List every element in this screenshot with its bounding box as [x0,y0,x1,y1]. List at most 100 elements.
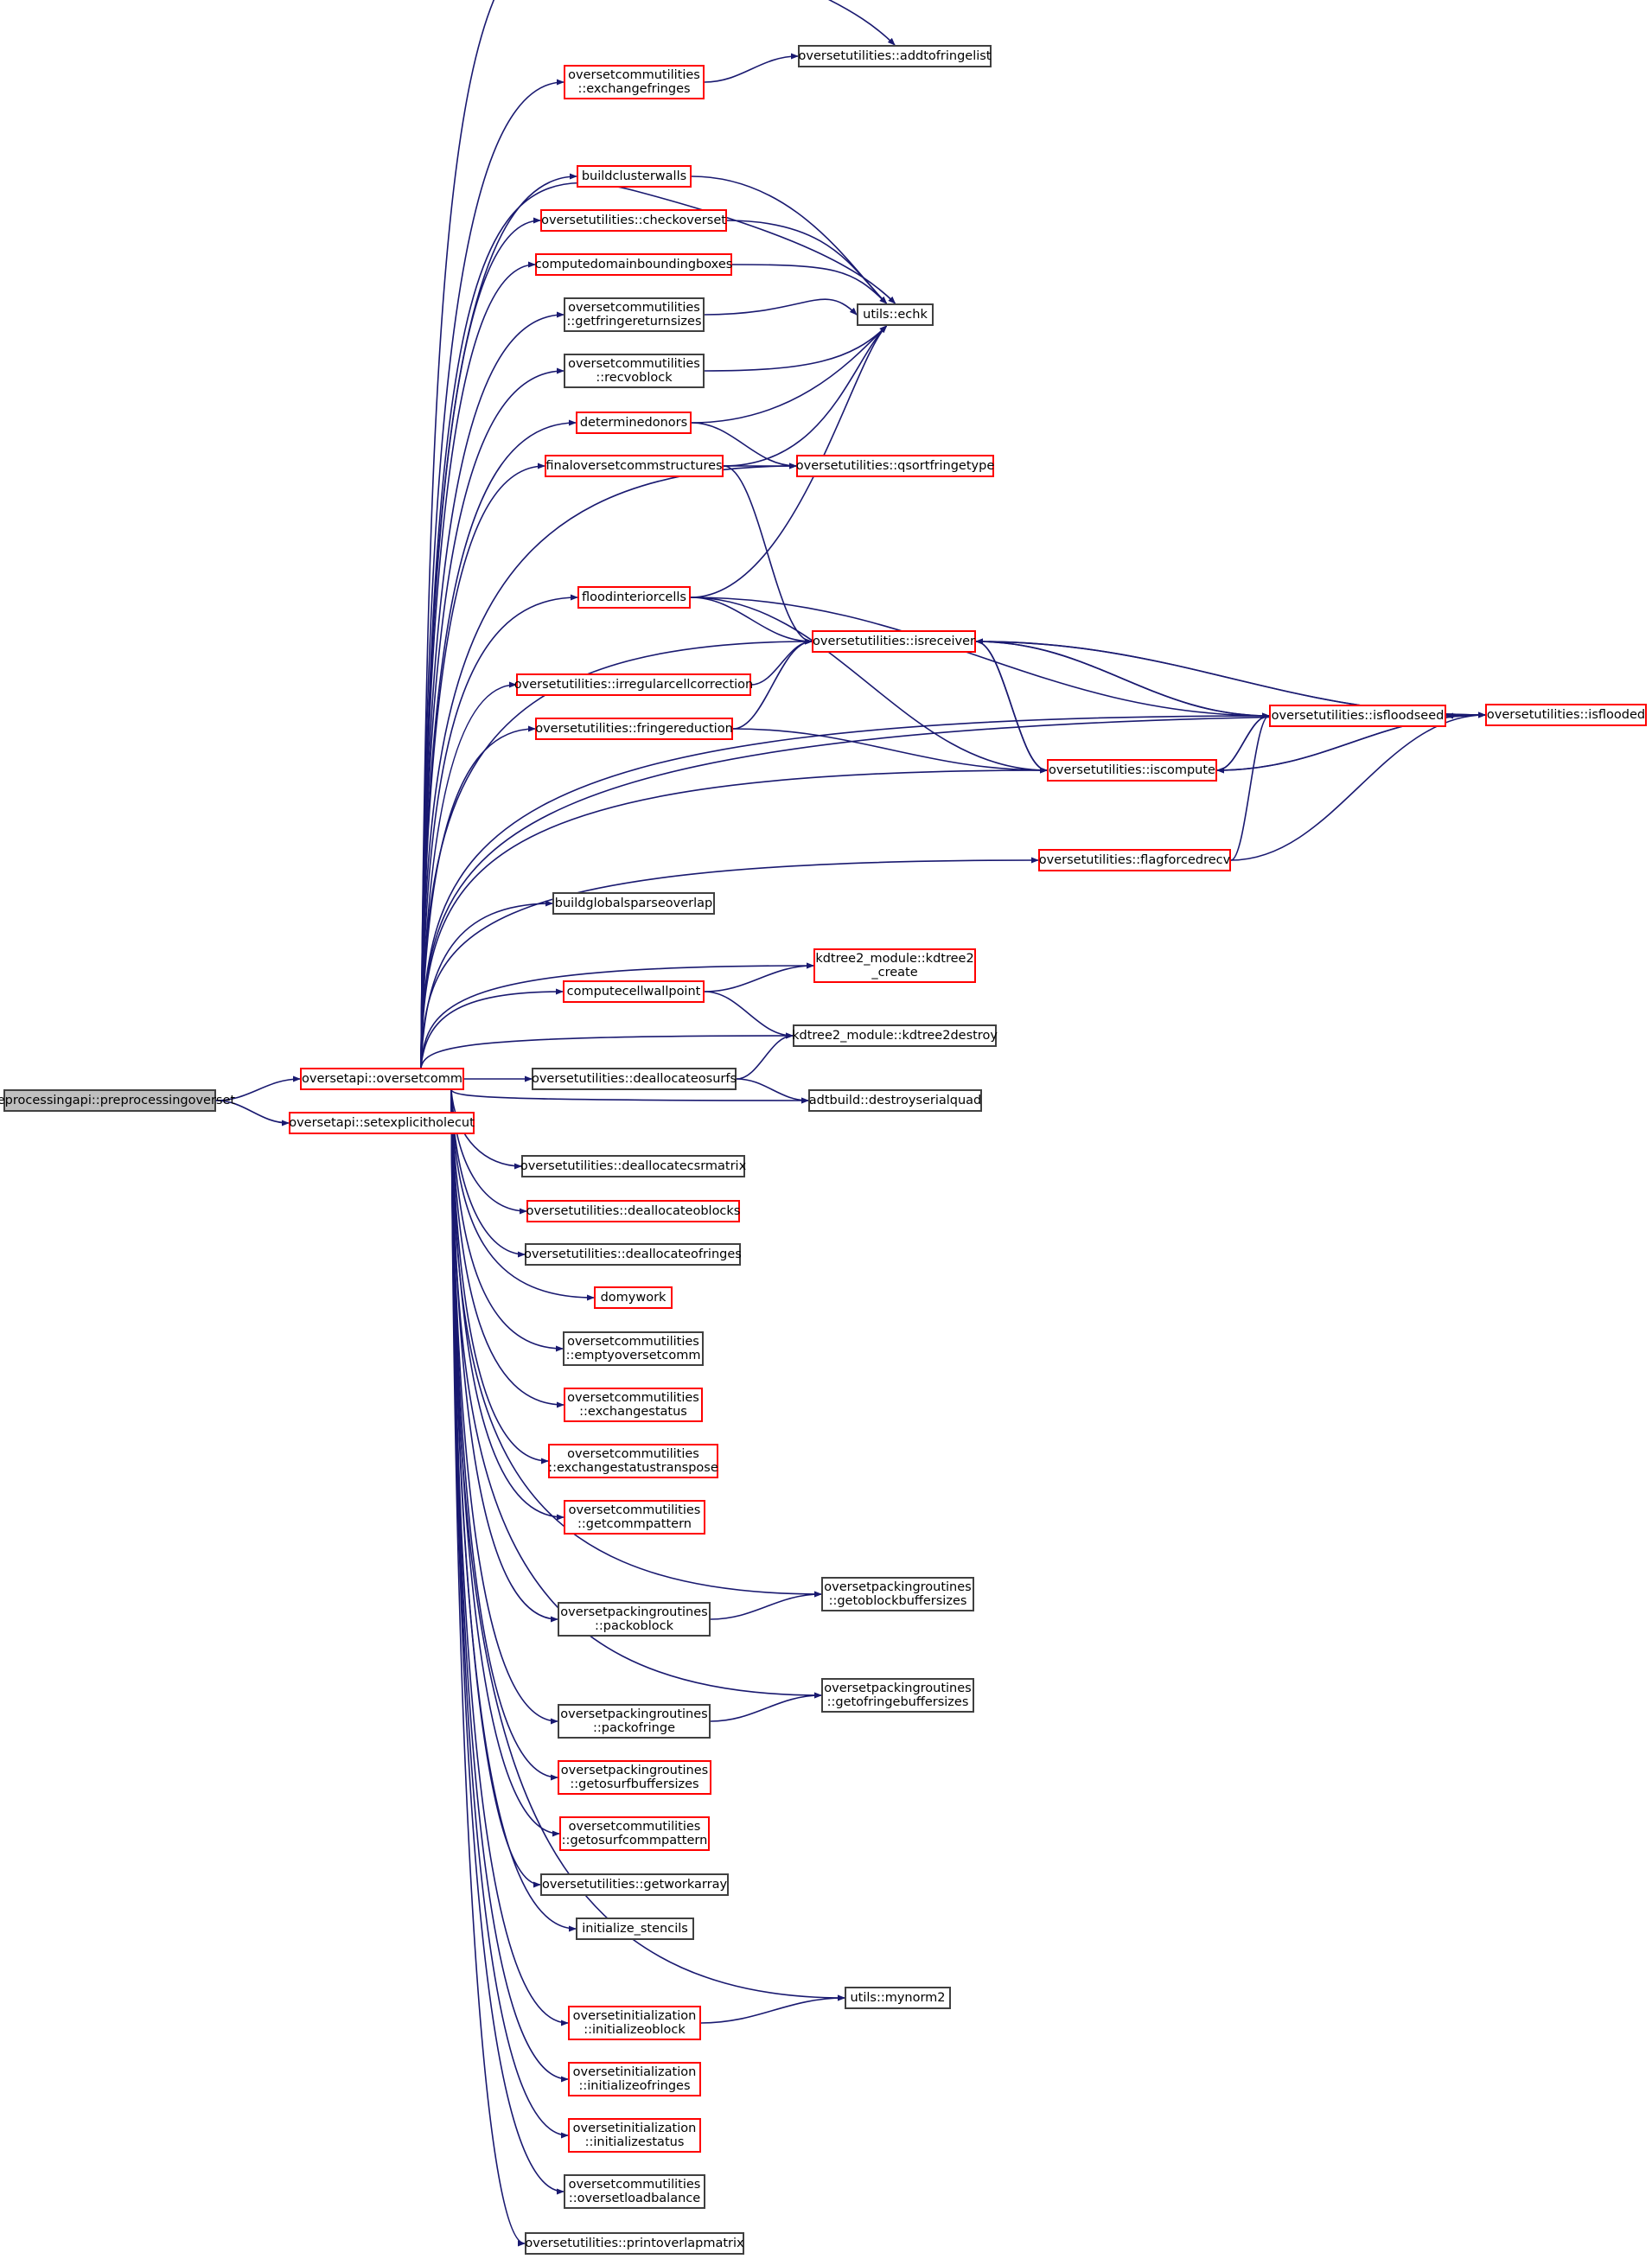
node-irregularcellcorrection[interactable]: oversetutilities::irregularcellcorrectio… [513,673,754,696]
node-isflooded[interactable]: oversetutilities::isflooded [1485,704,1647,726]
edge-oversetcomm-to-addtofringelist [420,0,896,1069]
node-label: ::recvoblock [596,371,673,385]
node-qsortfringetype[interactable]: oversetutilities::qsortfringetype [796,455,994,477]
edge-oversetcomm-to-buildglobalsparseoverlap [420,900,553,1069]
node-label: _create [871,966,918,980]
node-isreceiver[interactable]: oversetutilities::isreceiver [812,630,976,653]
node-label: computedomainboundingboxes [534,258,733,271]
node-isfloodseed[interactable]: oversetutilities::isfloodseed [1269,705,1446,727]
node-initialize-stencils[interactable]: initialize_stencils [576,1918,694,1940]
node-deallocateoblocks[interactable]: oversetutilities::deallocateoblocks [526,1200,740,1222]
node-kdtree2destroy[interactable]: kdtree2_module::kdtree2destroy [792,1024,998,1047]
node-printoverlapmatrix[interactable]: oversetutilities::printoverlapmatrix [525,2232,744,2255]
node-label: floodinteriorcells [582,590,686,604]
node-label: oversetinitialization [572,2065,697,2079]
node-getworkarray[interactable]: oversetutilities::getworkarray [540,1873,729,1896]
node-label: ::exchangefringes [577,82,691,96]
node-label: computecellwallpoint [566,985,701,999]
node-label: buildclusterwalls [581,169,687,183]
edge-floodinteriorcells-to-isreceiver [690,597,813,645]
node-mynorm2[interactable]: utils::mynorm2 [845,1987,951,2009]
edge-packoblock-to-getoblockbuffersizes [710,1591,822,1620]
node-label: oversetutilities::fringereduction [535,722,733,736]
node-determinedonors[interactable]: determinedonors [576,412,692,434]
node-label: oversetcommutilities [567,1447,699,1461]
edge-deallocateosurfs-to-kdtree2destroy [736,1032,794,1080]
node-label: preprocessingapi::preprocessingoverset [0,1094,236,1107]
node-finaloversetcommstructures[interactable]: finaloversetcommstructures [545,455,724,477]
node-getfringereturnsizes[interactable]: oversetcommutilities::getfringereturnsiz… [564,297,705,332]
edge-checkoverset-to-echk [726,220,888,304]
node-label: buildglobalsparseoverlap [554,897,713,910]
node-buildglobalsparseoverlap[interactable]: buildglobalsparseoverlap [552,892,715,915]
node-deallocateofringes[interactable]: oversetutilities::deallocateofringes [524,1243,742,1266]
node-floodinteriorcells[interactable]: floodinteriorcells [577,586,691,609]
node-kdtree2-create[interactable]: kdtree2_module::kdtree2_create [813,948,976,983]
node-label: oversetapi::oversetcomm [302,1072,462,1086]
node-computedomainboundingboxes[interactable]: computedomainboundingboxes [535,253,732,276]
node-deallocatecsrmatrix[interactable]: oversetutilities::deallocatecsrmatrix [520,1155,746,1177]
node-computecellwallpoint[interactable]: computecellwallpoint [563,980,705,1003]
node-label: domywork [600,1291,667,1305]
edge-root-to-setexplicitholecut [215,1100,290,1126]
node-label: oversetutilities::checkoverset [541,214,726,227]
node-iscompute[interactable]: oversetutilities::iscompute [1047,759,1217,782]
node-flagforcedrecv[interactable]: oversetutilities::flagforcedrecv [1038,849,1231,871]
node-emptyoversetcomm[interactable]: oversetcommutilities::emptyoversetcomm [563,1331,704,1366]
node-label: oversetutilities::isfloodseed [1271,709,1445,723]
edge-oversetcomm-to-mynorm2 [450,1089,845,2001]
node-label: oversetcommutilities [567,1335,699,1349]
node-oversetloadbalance[interactable]: oversetcommutilities::oversetloadbalance [564,2174,705,2209]
edge-irregularcellcorrection-to-isreceiver [750,638,813,686]
node-initializeoblock[interactable]: oversetinitialization::initializeoblock [568,2006,701,2040]
node-packoblock[interactable]: oversetpackingroutines::packoblock [558,1602,711,1637]
node-label: oversetcommutilities [568,68,700,82]
node-exchangestatus[interactable]: oversetcommutilities::exchangestatus [564,1388,703,1422]
node-packofringe[interactable]: oversetpackingroutines::packofringe [558,1704,711,1739]
node-domywork[interactable]: domywork [594,1286,673,1309]
node-root: preprocessingapi::preprocessingoverset [0,1089,235,1112]
node-destroyserialquad[interactable]: adtbuild::destroyserialquad [808,1089,982,1112]
node-getosurfcommpattern[interactable]: oversetcommutilities::getosurfcommpatter… [559,1816,710,1851]
node-getcommpattern[interactable]: oversetcommutilities::getcommpattern [564,1500,705,1535]
node-label: oversetutilities::addtofringelist [798,49,992,63]
node-label: oversetcommutilities [568,357,700,371]
node-label: oversetpackingroutines [560,1764,709,1777]
node-label: oversetutilities::irregularcellcorrectio… [513,678,754,692]
node-oversetcomm[interactable]: oversetapi::oversetcomm [300,1068,464,1090]
edge-iscompute-to-isfloodseed [1216,712,1270,771]
node-fringereduction[interactable]: oversetutilities::fringereduction [535,718,733,740]
node-setexplicitholecut[interactable]: oversetapi::setexplicitholecut [289,1112,475,1134]
node-checkoverset[interactable]: oversetutilities::checkoverset [540,209,727,232]
node-getofringebuffersizes[interactable]: oversetpackingroutines::getofringebuffer… [821,1678,974,1713]
node-echk[interactable]: utils::echk [857,303,934,326]
edge-oversetcomm-to-qsortfringetype [420,463,797,1069]
node-buildclusterwalls[interactable]: buildclusterwalls [577,165,692,188]
node-label: oversetpackingroutines [560,1605,708,1619]
node-label: oversetutilities::isreceiver [813,635,975,648]
node-addtofringelist[interactable]: oversetutilities::addtofringelist [798,45,992,67]
node-exchangestatustranspose[interactable]: oversetcommutilities::exchangestatustran… [548,1444,718,1478]
edge-oversetcomm-to-printoverlapmatrix [450,1089,526,2247]
node-initializeofringes[interactable]: oversetinitialization::initializeofringe… [568,2062,701,2096]
node-label: oversetcommutilities [568,301,700,315]
node-label: ::emptyoversetcomm [565,1349,701,1362]
edge-oversetcomm-to-exchangestatus [450,1089,564,1408]
node-label: utils::echk [863,308,928,322]
node-exchangefringes[interactable]: oversetcommutilities::exchangefringes [564,65,705,99]
node-deallocateosurfs[interactable]: oversetutilities::deallocateosurfs [532,1068,737,1090]
edge-fringereduction-to-iscompute [732,728,1048,774]
node-label: utils::mynorm2 [850,1991,946,2005]
node-initializestatus[interactable]: oversetinitialization::initializestatus [568,2118,701,2153]
node-label: ::packofringe [593,1721,675,1735]
edge-recvoblock-to-echk [704,325,888,372]
node-label: determinedonors [579,416,688,430]
node-label: oversetcommutilities [568,1503,701,1517]
edge-floodinteriorcells-to-isfloodseed [690,597,1270,719]
node-getoblockbuffersizes[interactable]: oversetpackingroutines::getoblockbuffers… [821,1577,974,1611]
edge-oversetcomm-to-computecellwallpoint [420,988,564,1069]
node-getosurfbuffersizes[interactable]: oversetpackingroutines::getosurfbuffersi… [558,1760,711,1795]
node-recvoblock[interactable]: oversetcommutilities::recvoblock [564,354,705,388]
node-label: ::initializestatus [584,2135,685,2149]
edge-oversetcomm-to-emptyoversetcomm [450,1089,564,1352]
